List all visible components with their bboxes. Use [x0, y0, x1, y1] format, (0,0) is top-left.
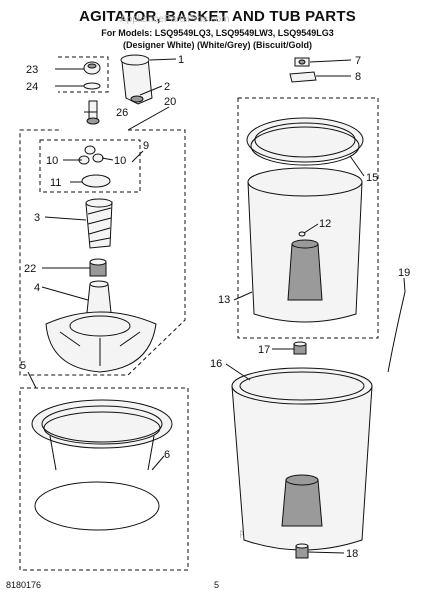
callout-11: 11: [50, 177, 61, 189]
model-list: For Models: LSQ9549LQ3, LSQ9549LW3, LSQ9…: [101, 28, 334, 38]
model-variants: (Designer White) (White/Grey) (Biscuit/G…: [122, 40, 312, 50]
group-box-5: [19, 387, 189, 571]
outer-tub-part: [231, 367, 373, 551]
callout-23: 23: [26, 64, 38, 76]
group-box-9: [39, 139, 141, 193]
seal-part: [89, 258, 107, 277]
washer-part: [83, 82, 101, 90]
callout-22: 22: [24, 263, 36, 275]
callout-2: 2: [164, 81, 170, 93]
callout-24: 24: [26, 81, 38, 93]
dog-ring-part: [81, 174, 111, 188]
bolt-part: [86, 100, 100, 125]
document-number: 8180176: [6, 580, 42, 590]
page-number: 5: [214, 580, 220, 590]
callout-10-left: 10: [46, 155, 58, 167]
callout-6: 6: [164, 449, 170, 461]
callout-16: 16: [210, 358, 222, 370]
nut-part: [293, 341, 307, 355]
callout-20: 20: [164, 96, 176, 108]
basket-part: [247, 167, 363, 323]
agitator-base-part: [45, 280, 157, 373]
clip-part: [294, 57, 310, 67]
cam-part: [83, 61, 101, 75]
group-box-13: [237, 97, 379, 339]
callout-26: 26: [116, 107, 128, 119]
callout-13: 13: [218, 294, 230, 306]
hose-part: [387, 291, 406, 373]
group-box-23: [58, 56, 109, 93]
page-title: AGITATOR, BASKET AND TUB PARTS: [79, 8, 356, 25]
watermark-top: AppliancePartsPros.com: [120, 14, 230, 25]
balance-ring-part: [246, 117, 364, 166]
tub-ring-part: [31, 399, 173, 471]
group-box-20: [19, 129, 186, 376]
callout-12: 12: [319, 218, 331, 230]
callout-8: 8: [355, 71, 361, 83]
drain-fitting-part: [295, 543, 309, 559]
bracket-part: [289, 71, 317, 83]
callout-19: 19: [398, 267, 410, 279]
callout-17: 17: [258, 344, 270, 356]
callout-4: 4: [34, 282, 40, 294]
agitator-cap-part: [120, 54, 153, 105]
callout-5: 5: [20, 360, 26, 372]
callout-3: 3: [34, 212, 40, 224]
callout-1: 1: [178, 54, 184, 66]
callout-18: 18: [346, 548, 358, 560]
callout-10-right: 10: [114, 155, 126, 167]
leader-lines: [27, 58, 406, 554]
dogs-part: [78, 145, 104, 165]
callout-15: 15: [366, 172, 378, 184]
auger-part: [85, 198, 113, 249]
tub-seal-part: [34, 481, 160, 531]
callout-9: 9: [143, 140, 149, 152]
callout-7: 7: [355, 55, 361, 67]
